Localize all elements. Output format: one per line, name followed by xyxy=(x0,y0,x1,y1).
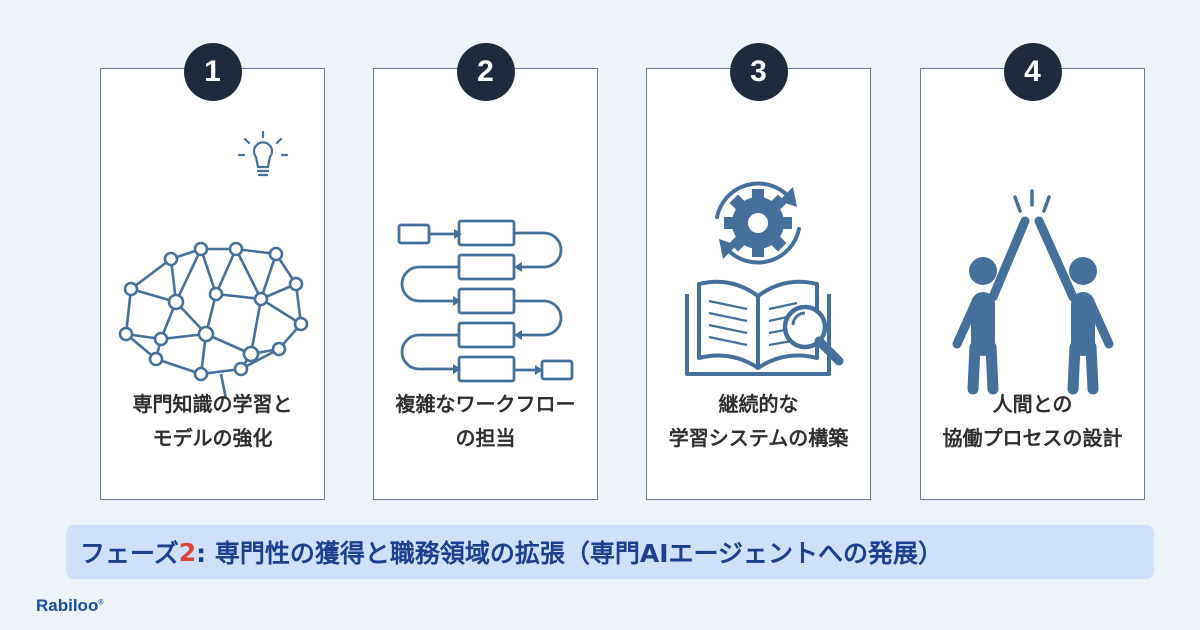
step-badge-3: 3 xyxy=(729,43,788,101)
card-label-3: 継続的な 学習システムの構築 xyxy=(668,392,849,450)
brand-mark: ® xyxy=(98,599,104,607)
banner-prefix: フェーズ xyxy=(80,539,179,568)
brand-name: Rabiloo xyxy=(36,596,99,615)
banner-phase-number: 2 xyxy=(178,537,197,567)
step-badge-2: 2 xyxy=(456,43,515,101)
card-label-2: 複雑なワークフロー の担当 xyxy=(395,392,576,450)
high-five-people-icon xyxy=(952,189,1114,395)
step-badge-4: 4 xyxy=(1003,43,1062,101)
workflow-flowchart-icon xyxy=(397,219,574,383)
card-label-1: 専門知識の学習と モデルの強化 xyxy=(132,392,293,450)
phase-card-4: 4 人間との 協働プロセスの設計 xyxy=(920,43,1145,500)
banner-suffix: : 専門性の獲得と職務領域の拡張（専門AIエージェントへの発展） xyxy=(196,539,944,568)
brand-logo: Rabiloo® xyxy=(36,596,104,616)
brain-network-lightbulb-icon xyxy=(118,130,309,399)
phase-card-2: 2 複雑なワークフロー の担当 xyxy=(373,43,598,500)
book-gear-magnifier-icon xyxy=(685,181,844,376)
step-badge-1: 1 xyxy=(183,43,242,101)
card-label-4: 人間との 協働プロセスの設計 xyxy=(942,392,1123,450)
phase-card-3: 3 xyxy=(646,43,871,500)
phase-card-1: 1 xyxy=(100,43,325,500)
